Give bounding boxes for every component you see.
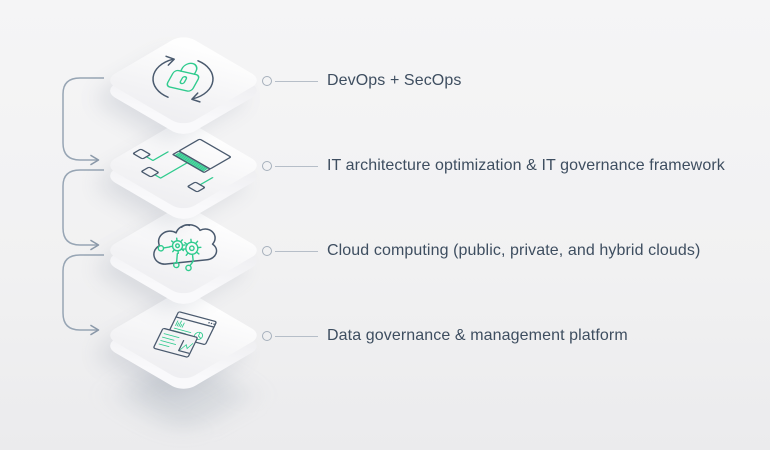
arrow-step-1-to-2 [62,77,104,166]
front-window [153,327,198,358]
arrow-step-3-to-4 [62,254,104,336]
cloud-computing-icon [153,224,218,272]
layer-label: IT architecture optimization & IT govern… [327,157,725,174]
bullet-ring-icon [262,246,272,256]
devops-secops-icon [152,55,214,103]
layer-tile-devops-secops [103,0,263,160]
layer-label: DevOps + SecOps [327,72,462,89]
bullet-ring-icon [262,76,272,86]
layer-label: Cloud computing (public, private, and hy… [327,242,701,259]
label-row-cloud-computing: Cloud computing (public, private, and hy… [262,242,700,260]
leader-line [275,165,318,167]
leader-line [275,335,318,337]
label-row-devops-secops: DevOps + SecOps [262,72,461,90]
it-architecture-icon [132,138,232,193]
leader-line [275,250,318,252]
label-row-it-architecture: IT architecture optimization & IT govern… [262,157,725,175]
bullet-ring-icon [262,161,272,171]
bullet-ring-icon [262,331,272,341]
data-governance-icon [153,311,217,358]
layer-tile-data-governance [103,255,263,415]
layer-tile-cloud-computing [103,170,263,330]
label-row-data-governance: Data governance & management platform [262,327,628,345]
layer-label: Data governance & management platform [327,327,628,344]
arrow-step-2-to-3 [62,169,104,251]
layer-tile-it-architecture [103,85,263,245]
leader-line [275,80,318,82]
